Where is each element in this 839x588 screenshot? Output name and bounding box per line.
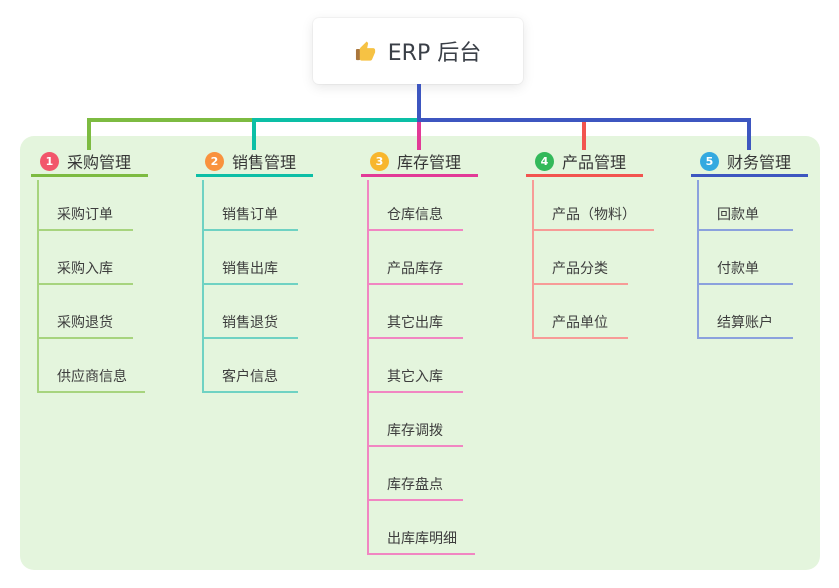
branch-1-label: 采购管理 bbox=[67, 153, 132, 172]
branch-3-child-2[interactable]: 产品库存 bbox=[367, 231, 463, 285]
branch-3-child-5[interactable]: 库存调拨 bbox=[367, 393, 463, 447]
root-connector-line bbox=[417, 84, 421, 122]
branch-1-child-1[interactable]: 采购订单 bbox=[37, 177, 133, 231]
branch-2-child-2-label: 销售出库 bbox=[222, 261, 278, 277]
branch-5-child-3[interactable]: 结算账户 bbox=[697, 285, 793, 339]
branch-3-connector bbox=[417, 122, 421, 150]
rail-segment-2 bbox=[252, 118, 421, 122]
branch-5-child-2[interactable]: 付款单 bbox=[697, 231, 793, 285]
branch-5-child-1-label: 回款单 bbox=[717, 207, 759, 223]
branch-1-child-2[interactable]: 采购入库 bbox=[37, 231, 133, 285]
branch-5-header[interactable]: 5 财务管理 bbox=[691, 148, 808, 177]
root-label: ERP 后台 bbox=[387, 41, 482, 66]
branch-3-child-6-label: 库存盘点 bbox=[387, 477, 443, 493]
branch-3-child-2-label: 产品库存 bbox=[387, 261, 443, 277]
rail-segment-3 bbox=[417, 118, 751, 122]
branch-5-label: 财务管理 bbox=[727, 153, 792, 172]
branch-3-child-3[interactable]: 其它出库 bbox=[367, 285, 463, 339]
branch-2-connector bbox=[252, 122, 256, 150]
branch-4-child-spine bbox=[532, 180, 534, 337]
thumbs-up-icon bbox=[355, 40, 378, 63]
branch-2-child-2[interactable]: 销售出库 bbox=[202, 231, 298, 285]
branch-2-child-4[interactable]: 客户信息 bbox=[202, 339, 298, 393]
branch-5-connector bbox=[747, 122, 751, 150]
branch-2-number-badge: 2 bbox=[205, 151, 224, 171]
branch-4-child-2-label: 产品分类 bbox=[552, 261, 608, 277]
branch-2-child-1[interactable]: 销售订单 bbox=[202, 177, 298, 231]
branch-5-child-3-label: 结算账户 bbox=[717, 315, 773, 331]
branch-4-number-badge: 4 bbox=[535, 151, 554, 171]
branch-2-child-1-label: 销售订单 bbox=[222, 207, 278, 223]
branch-3-label: 库存管理 bbox=[397, 153, 462, 172]
branch-5-child-2-label: 付款单 bbox=[717, 261, 759, 277]
branch-3-number-badge: 3 bbox=[370, 151, 389, 171]
branch-1-child-2-label: 采购入库 bbox=[57, 261, 113, 277]
branch-2-child-3[interactable]: 销售退货 bbox=[202, 285, 298, 339]
branch-3-child-4[interactable]: 其它入库 bbox=[367, 339, 463, 393]
branch-3-child-7[interactable]: 出库库明细 bbox=[367, 501, 475, 555]
branch-1-child-3[interactable]: 采购退货 bbox=[37, 285, 133, 339]
branch-5-child-1[interactable]: 回款单 bbox=[697, 177, 793, 231]
branches-panel bbox=[20, 136, 820, 570]
branch-3-child-4-label: 其它入库 bbox=[387, 369, 443, 385]
branch-2-header[interactable]: 2 销售管理 bbox=[196, 148, 313, 177]
branch-2-label: 销售管理 bbox=[232, 153, 297, 172]
branch-3-child-6[interactable]: 库存盘点 bbox=[367, 447, 463, 501]
branch-5-child-spine bbox=[697, 180, 699, 337]
branch-1-child-3-label: 采购退货 bbox=[57, 315, 113, 331]
branch-1-number-badge: 1 bbox=[40, 151, 59, 171]
branch-4-connector bbox=[582, 122, 586, 150]
branch-4-child-1[interactable]: 产品（物料） bbox=[532, 177, 654, 231]
branch-3-header[interactable]: 3 库存管理 bbox=[361, 148, 478, 177]
branch-5-number-badge: 5 bbox=[700, 151, 719, 171]
branch-4-child-3-label: 产品单位 bbox=[552, 315, 608, 331]
branch-2-child-spine bbox=[202, 180, 204, 391]
branch-2-child-4-label: 客户信息 bbox=[222, 369, 278, 385]
branch-1-connector bbox=[87, 122, 91, 150]
branch-3-child-1[interactable]: 仓库信息 bbox=[367, 177, 463, 231]
branch-2-child-3-label: 销售退货 bbox=[222, 315, 278, 331]
branch-4-child-1-label: 产品（物料） bbox=[552, 207, 636, 223]
branch-3-child-5-label: 库存调拨 bbox=[387, 423, 443, 439]
branch-1-child-4[interactable]: 供应商信息 bbox=[37, 339, 145, 393]
branch-4-child-2[interactable]: 产品分类 bbox=[532, 231, 628, 285]
branch-4-header[interactable]: 4 产品管理 bbox=[526, 148, 643, 177]
root-node[interactable]: ERP 后台 bbox=[313, 18, 523, 84]
branch-1-child-1-label: 采购订单 bbox=[57, 207, 113, 223]
branch-1-child-spine bbox=[37, 180, 39, 391]
branch-3-child-7-label: 出库库明细 bbox=[387, 531, 457, 547]
branch-4-label: 产品管理 bbox=[562, 153, 627, 172]
branch-3-child-spine bbox=[367, 180, 369, 553]
branch-3-child-3-label: 其它出库 bbox=[387, 315, 443, 331]
branch-1-header[interactable]: 1 采购管理 bbox=[31, 148, 148, 177]
branch-1-child-4-label: 供应商信息 bbox=[57, 369, 127, 385]
rail-segment-1 bbox=[87, 118, 256, 122]
branch-3-child-1-label: 仓库信息 bbox=[387, 207, 443, 223]
branch-4-child-3[interactable]: 产品单位 bbox=[532, 285, 628, 339]
